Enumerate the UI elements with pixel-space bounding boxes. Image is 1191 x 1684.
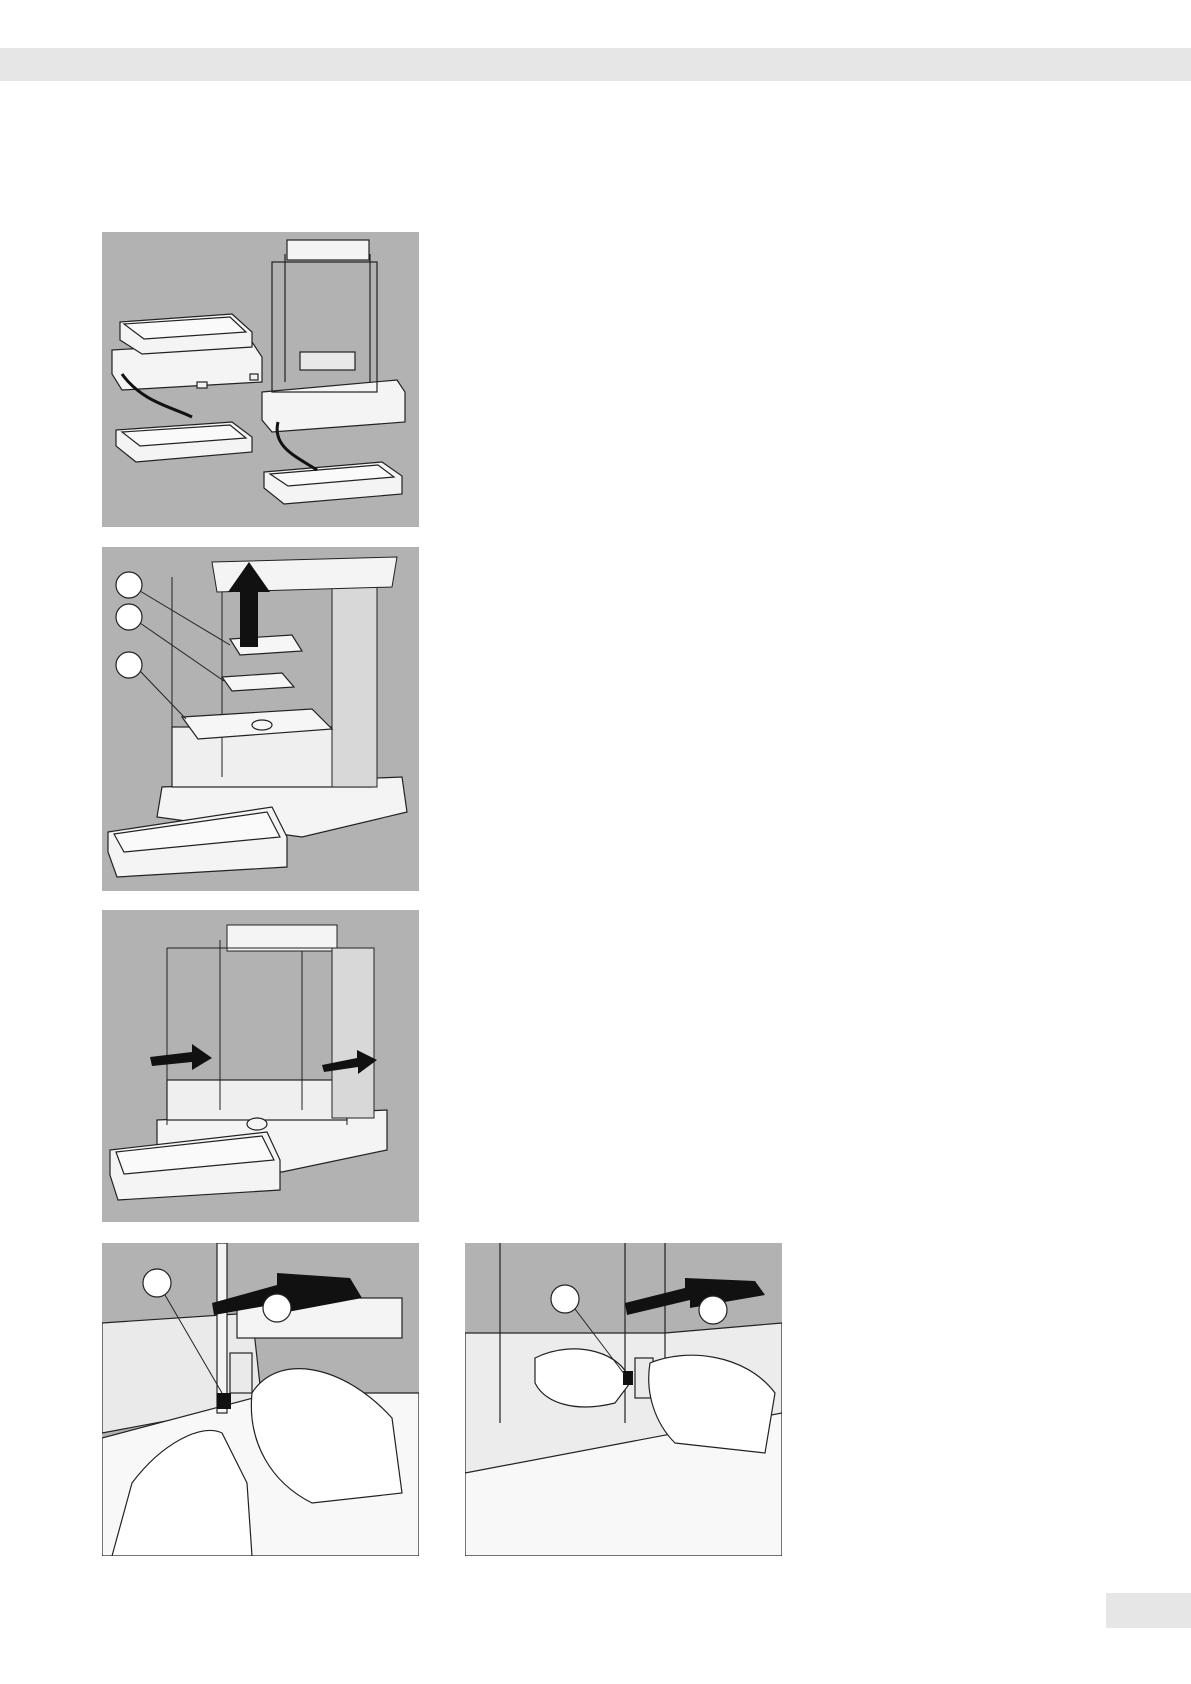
door-latch-right-illustration [465, 1243, 782, 1556]
figure-sliding-doors [102, 910, 419, 1222]
figure-door-latch-right [465, 1243, 782, 1556]
figure-pan-removal [102, 547, 419, 891]
door-latch-left-illustration [102, 1243, 419, 1556]
balance-models-illustration [102, 232, 419, 527]
header-band [0, 48, 1191, 81]
page-number-tab [1106, 1593, 1191, 1628]
figure-balance-models [102, 232, 419, 527]
figure-door-latch-left [102, 1243, 419, 1556]
pan-removal-illustration [102, 547, 419, 891]
sliding-doors-illustration [102, 910, 419, 1222]
